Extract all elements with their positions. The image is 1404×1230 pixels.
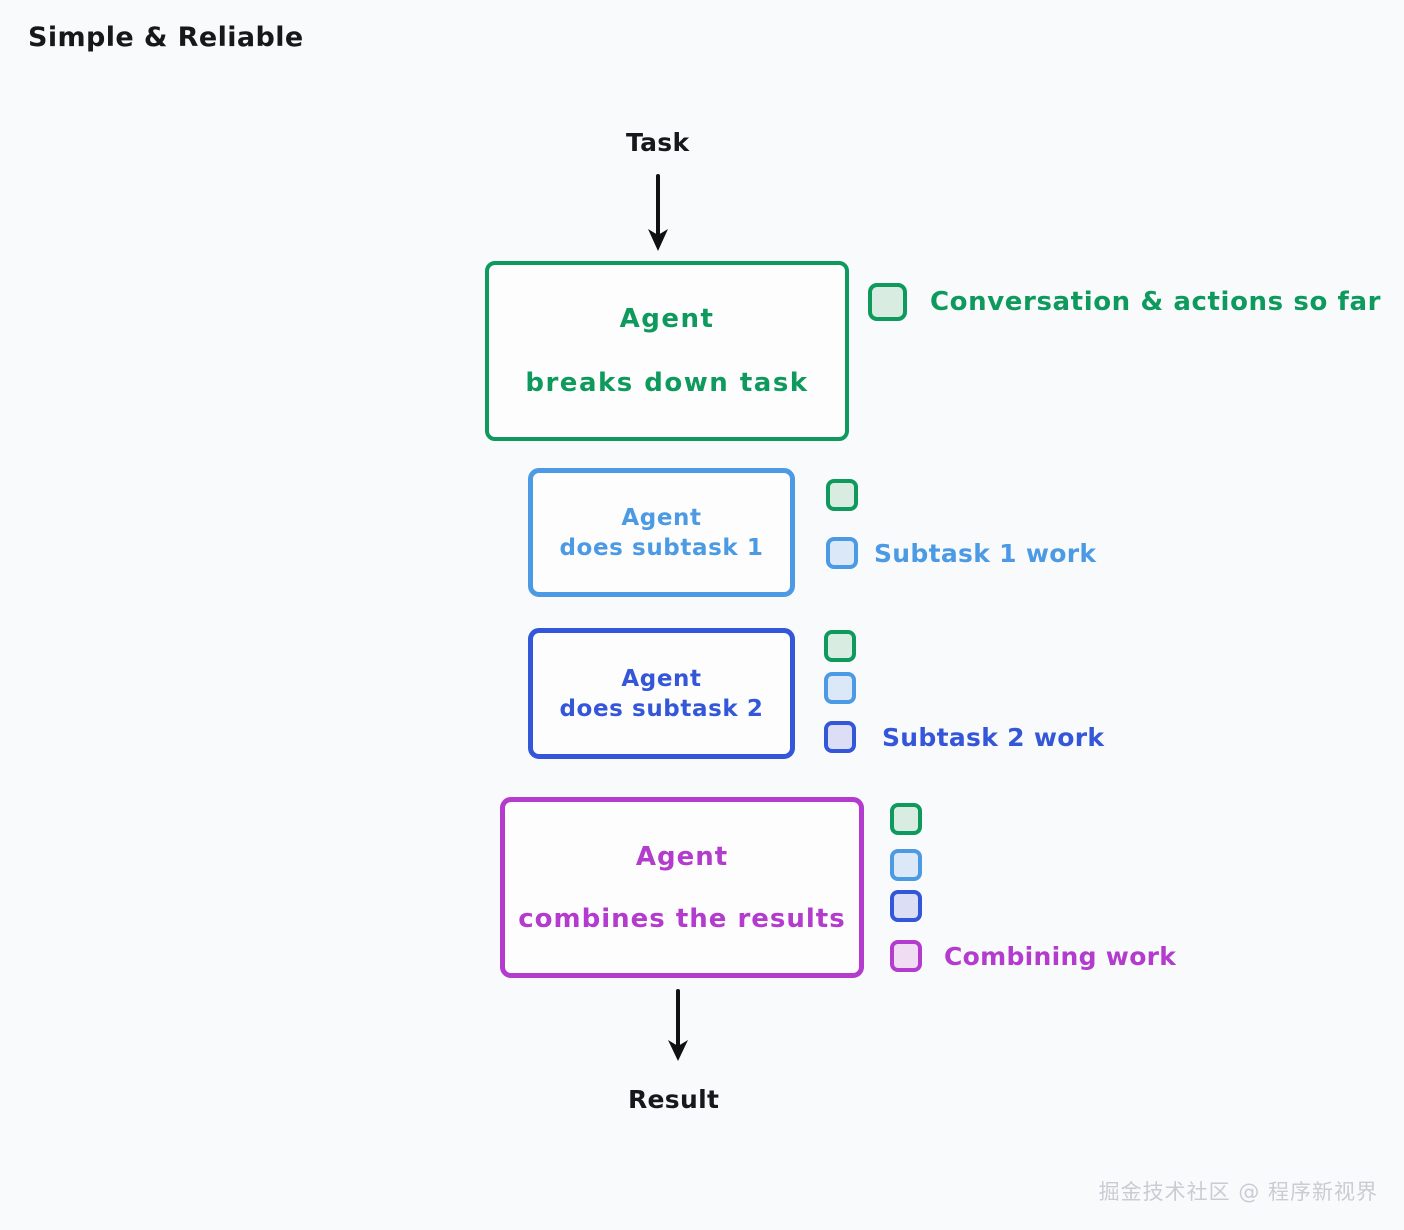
page-title: Simple & Reliable (28, 22, 304, 53)
context-swatch-green-breakdown (868, 283, 907, 321)
agent-box-breakdown-line-bottom: breaks down task (525, 368, 809, 398)
context-swatch-green-subtask-1 (826, 479, 858, 511)
agent-box-subtask-2[interactable]: Agent does subtask 2 (528, 628, 795, 759)
watermark: 掘金技术社区 @ 程序新视界 (1098, 1180, 1378, 1204)
agent-box-subtask-1[interactable]: Agent does subtask 1 (528, 468, 795, 597)
context-swatch-green-combine (890, 803, 922, 835)
agent-box-subtask-1-line-bottom: does subtask 1 (559, 534, 764, 561)
context-swatch-green-subtask-2 (824, 630, 856, 662)
context-swatch-purple-combine (890, 940, 922, 972)
agent-box-breakdown[interactable]: Agent breaks down task (485, 261, 849, 441)
legend-label-subtask-2-work: Subtask 2 work (882, 723, 1105, 752)
down-arrow-icon-top (648, 174, 668, 251)
agent-box-breakdown-line-top: Agent (619, 304, 715, 334)
context-swatch-indigo-subtask-2 (824, 721, 856, 753)
legend-label-subtask-1-work: Subtask 1 work (874, 539, 1097, 568)
context-swatch-light-blue-combine (890, 849, 922, 881)
agent-box-combine[interactable]: Agent combines the results (500, 797, 864, 978)
agent-box-subtask-1-line-top: Agent (621, 504, 702, 531)
agent-box-subtask-2-line-bottom: does subtask 2 (559, 695, 764, 722)
context-swatch-indigo-combine (890, 890, 922, 922)
context-swatch-light-blue-subtask-1 (826, 537, 858, 569)
legend-label-combining-work: Combining work (944, 942, 1177, 971)
agent-box-subtask-2-line-top: Agent (621, 665, 702, 692)
flow-output-label: Result (628, 1085, 720, 1114)
legend-label-conversation-actions: Conversation & actions so far (930, 287, 1382, 317)
context-swatch-light-blue-subtask-2 (824, 672, 856, 704)
agent-box-combine-line-bottom: combines the results (518, 903, 846, 934)
down-arrow-icon-bottom (668, 989, 688, 1061)
agent-box-combine-line-top: Agent (635, 841, 729, 872)
flow-input-label: Task (626, 128, 690, 157)
